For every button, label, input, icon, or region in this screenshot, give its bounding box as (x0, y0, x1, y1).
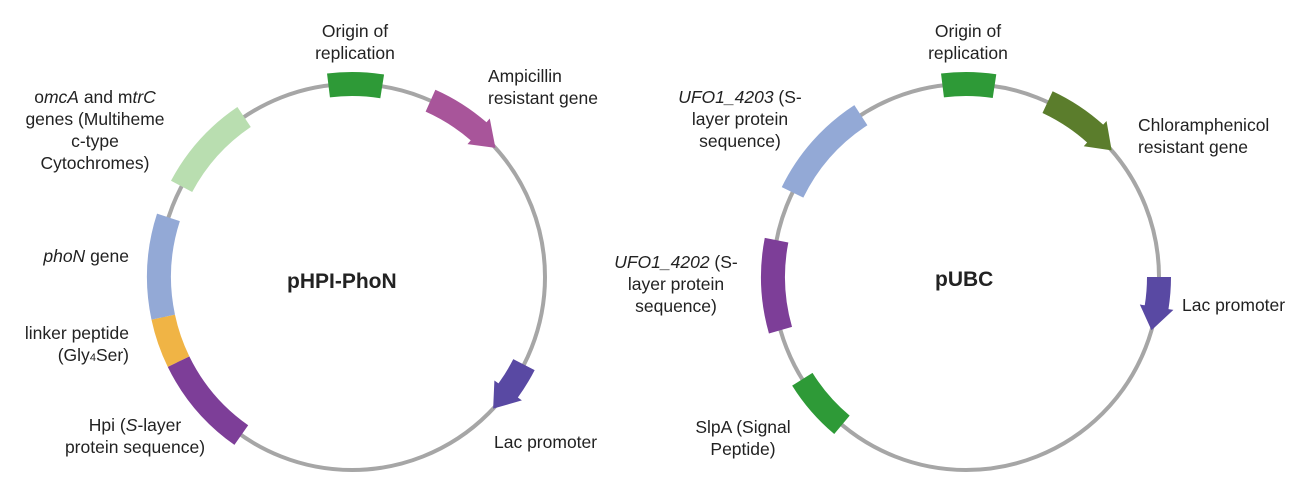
label-origin-of-replication: Origin of replication (305, 20, 405, 64)
label-line: layer protein (691, 109, 789, 129)
label-linker-peptide: linker peptide (Gly4Ser) (0, 322, 129, 369)
feature-ufo4203-segment (781, 105, 868, 198)
feature-slpa-segment (792, 372, 850, 435)
label-part: gene (85, 246, 129, 266)
label-line: Peptide) (710, 439, 776, 459)
label-phon-gene: phoN gene (10, 245, 129, 267)
label-line: replication (928, 43, 1008, 63)
label-part: Ser) (95, 345, 129, 365)
feature-lac-arrow (493, 359, 535, 409)
label-ufo1-4202: UFO1_4202 (S- layer protein sequence) (606, 251, 746, 317)
label-line: sequence) (635, 296, 717, 316)
label-line: UFO1_4203 (S- (670, 86, 810, 108)
feature-linker-segment (151, 314, 190, 367)
label-subscript: 4 (89, 352, 96, 364)
label-line: Origin of (321, 21, 389, 41)
label-line: genes (Multiheme (25, 109, 165, 129)
label-line: SlpA (Signal (695, 417, 791, 437)
label-line: layer protein (627, 274, 725, 294)
label-lac-promoter-2: Lac promoter (1182, 295, 1286, 315)
label-part: mcA (43, 87, 79, 107)
feature-hpi-segment (167, 356, 249, 445)
label-part: o (34, 87, 44, 107)
label-chloramphenicol-resistant-gene: Chloramphenicol resistant gene (1138, 114, 1269, 158)
label-line: protein sequence) (64, 437, 206, 457)
label-slpa-signal-peptide: SlpA (Signal Peptide) (683, 416, 803, 460)
label-line: UFO1_4202 (S- (606, 251, 746, 273)
feature-lac-arrow (1139, 277, 1174, 331)
label-part: S (125, 415, 138, 435)
plasmid-pubc (761, 72, 1174, 472)
label-line: resistant gene (488, 88, 598, 108)
plasmid-phpi-phon (146, 71, 547, 472)
label-ampicillin-resistant-gene: Ampicillin resistant gene (488, 65, 598, 109)
label-line: (Gly4Ser) (0, 344, 129, 369)
plasmid-name-pubc: pUBC (935, 268, 994, 291)
feature-ufo4202-segment (761, 237, 793, 334)
label-origin-of-replication-2: Origin of replication (918, 20, 1018, 64)
label-part: -layer (137, 415, 182, 435)
label-ufo1-4203: UFO1_4203 (S- layer protein sequence) (670, 86, 810, 152)
feature-ori-segment (941, 72, 997, 98)
label-hpi-s-layer: Hpi (S-layer protein sequence) (40, 414, 230, 458)
label-part: UFO1_4203 (678, 87, 774, 107)
label-part: (S- (773, 87, 802, 107)
label-line: Chloramphenicol (1138, 115, 1270, 135)
label-lac-promoter: Lac promoter (494, 432, 598, 452)
feature-cm-arrow (1042, 91, 1112, 151)
feature-omc-segment (171, 107, 251, 193)
label-omca-mtrc-genes: omcA and mtrC genes (Multiheme c-type Cy… (10, 86, 180, 174)
label-part: (Gly (57, 345, 90, 365)
plasmid-name-phpi-phon: pHPI-PhoN (287, 270, 397, 293)
label-line: resistant gene (1138, 137, 1248, 157)
label-line: linker peptide (24, 323, 129, 343)
label-part: trC (132, 87, 156, 107)
label-line: replication (315, 43, 395, 63)
label-line: Cytochromes) (40, 153, 150, 173)
label-line: sequence) (699, 131, 781, 151)
feature-ori-segment (327, 71, 385, 99)
label-line: Ampicillin (488, 66, 562, 86)
feature-amp-arrow (425, 89, 496, 148)
feature-phon-segment (146, 213, 180, 320)
label-line: Origin of (934, 21, 1002, 41)
label-part: (S- (709, 252, 738, 272)
label-line: omcA and mtrC (10, 86, 180, 108)
label-line: c-type (71, 131, 119, 151)
label-part: and m (78, 87, 133, 107)
label-part: phoN (43, 246, 86, 266)
label-part: UFO1_4202 (614, 252, 710, 272)
label-part: Hpi ( (88, 415, 126, 435)
label-line: Hpi (S-layer (40, 414, 230, 436)
